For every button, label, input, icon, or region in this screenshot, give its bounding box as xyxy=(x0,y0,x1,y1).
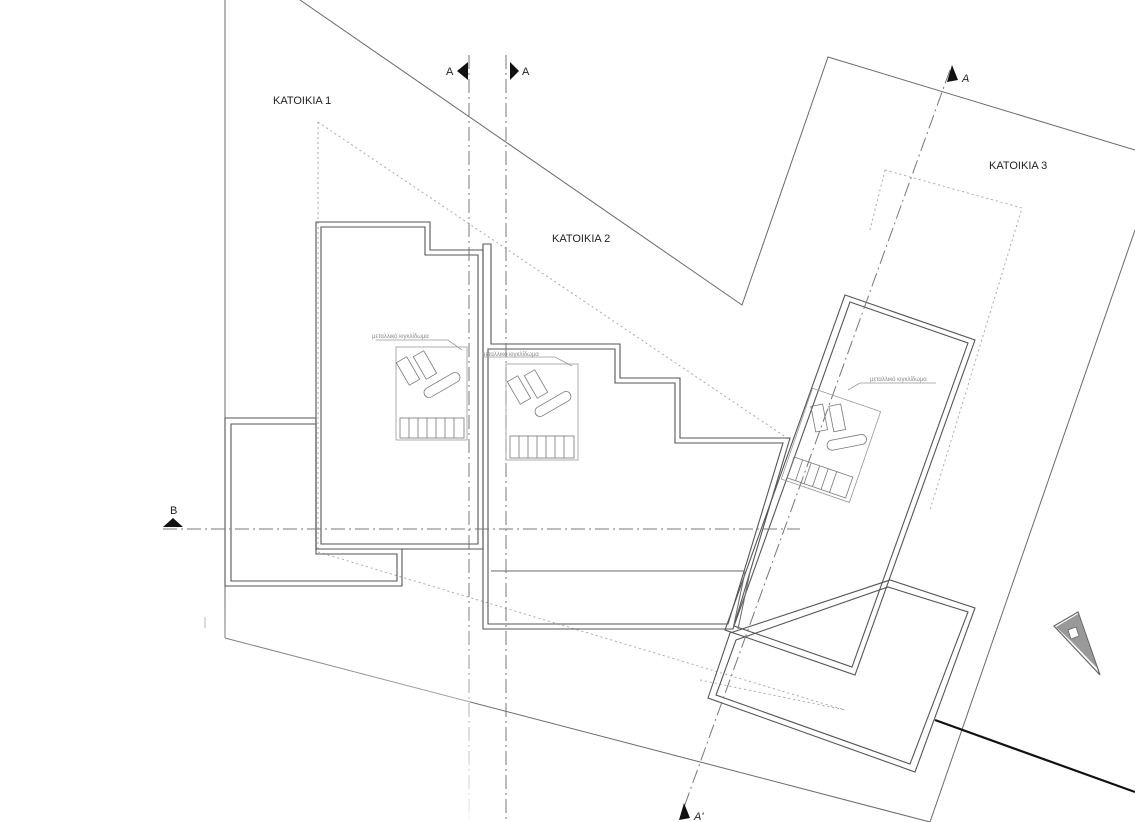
house2-footprint xyxy=(482,243,791,630)
scan-fade xyxy=(0,600,470,822)
section-line-b: B xyxy=(163,505,800,530)
house3-label: ΚΑΤΟΙΚΙΑ 3 xyxy=(989,160,1047,172)
section-a-bottom-label: A' xyxy=(693,811,704,822)
railing1-note: μεταλλικό κιγκλίδωμα xyxy=(372,333,429,340)
house2-label: ΚΑΤΟΙΚΙΑ 2 xyxy=(552,233,610,245)
stair-block-house3 xyxy=(780,387,882,503)
stair-block-house2 xyxy=(484,356,579,461)
section-a-top-arrow xyxy=(947,65,958,82)
section-b-label: B xyxy=(170,505,177,517)
section-a-left-label: A xyxy=(446,66,454,78)
section-a-top-label: A xyxy=(961,73,969,85)
section-a-bottom-arrow xyxy=(679,803,690,820)
section-b-arrow xyxy=(163,518,183,527)
section-a-right-label: A xyxy=(522,66,530,78)
north-arrow-icon xyxy=(1053,611,1101,676)
stair-block-house1 xyxy=(376,339,468,441)
section-line-a-diagonal: A A' xyxy=(679,65,969,822)
road-edge-line xyxy=(934,718,1135,794)
house3-footprint xyxy=(707,294,976,773)
section-line-a: A A xyxy=(446,55,530,822)
section-a-left-arrow xyxy=(457,62,468,80)
railing2-note: μεταλλικό κιγκλίδωμα xyxy=(482,351,539,358)
house1-label: ΚΑΤΟΙΚΙΑ 1 xyxy=(273,95,331,107)
railing3-note: μεταλλικό κιγκλίδωμα xyxy=(870,376,927,383)
section-a-right-arrow xyxy=(510,62,519,80)
setback-lines xyxy=(317,121,1023,711)
house1-footprint xyxy=(224,221,484,587)
